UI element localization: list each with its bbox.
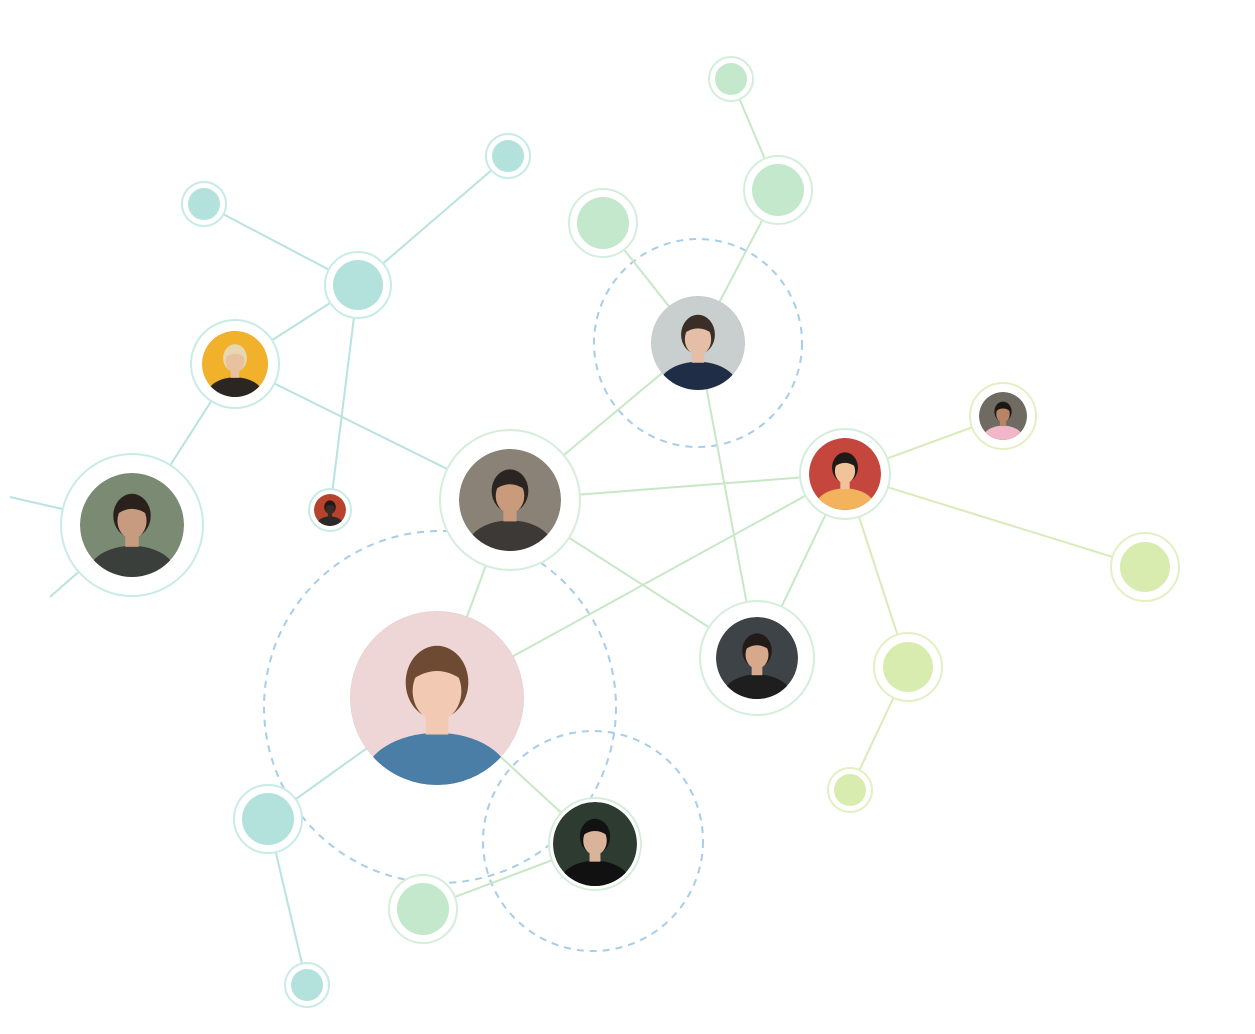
avatar-man-dark-jacket[interactable] [716, 617, 798, 720]
avatar-man-grey-backdrop[interactable] [651, 296, 745, 414]
node-dot [485, 133, 531, 179]
link [844, 473, 1146, 568]
avatar-man-plaid-shirt[interactable] [459, 449, 561, 577]
node-dot [827, 767, 873, 813]
node-dot [388, 874, 458, 944]
node-dot [181, 181, 227, 227]
orbit-woman-leaves [482, 730, 704, 952]
orbit-grey-backdrop [593, 238, 803, 448]
link [329, 284, 359, 511]
node-dot [873, 632, 943, 702]
avatar-man-looking-up[interactable] [80, 473, 184, 603]
node-dot [284, 962, 330, 1008]
node-dot [743, 155, 813, 225]
avatar-rings [60, 319, 1037, 891]
node-dot [1110, 532, 1180, 602]
avatar-man-yellow-backdrop[interactable] [202, 331, 268, 414]
avatar-woman-red-wall[interactable] [809, 438, 881, 528]
avatar-woman-smiling[interactable] [350, 611, 524, 829]
avatar-woman-sunglasses[interactable] [979, 392, 1027, 452]
avatar-man-red-wall-small[interactable] [314, 494, 346, 534]
avatars [80, 296, 1027, 907]
avatar-woman-green-leaves[interactable] [553, 802, 637, 907]
node-dot [233, 784, 303, 854]
node-dot [568, 188, 638, 258]
node-dot [708, 56, 754, 102]
node-dot [324, 251, 392, 319]
dot-nodes [181, 56, 1180, 1008]
